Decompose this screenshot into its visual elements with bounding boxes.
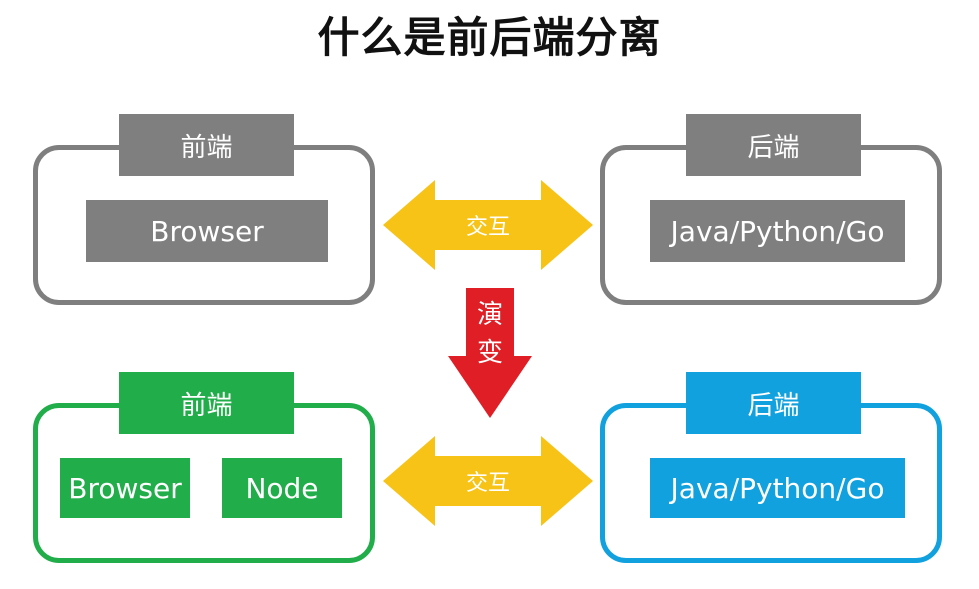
bottom-double-arrow-shape (383, 436, 593, 526)
top-backend-box: Java/Python/Go (650, 200, 905, 262)
bottom-browser-box: Browser (60, 458, 190, 518)
top-backend-label: 后端 (686, 114, 861, 176)
evolve-arrow (448, 288, 532, 418)
top-interaction-arrow (383, 180, 593, 270)
bottom-frontend-label: 前端 (119, 372, 294, 434)
bottom-interaction-label: 交互 (465, 471, 510, 496)
evolve-label: 演 变 (470, 296, 510, 372)
page-title: 什么是前后端分离 (317, 13, 662, 62)
evolve-char-2: 变 (476, 338, 503, 368)
top-interaction-label: 交互 (465, 215, 510, 240)
top-browser-box: Browser (86, 200, 328, 262)
bottom-backend-box: Java/Python/Go (650, 458, 905, 518)
top-frontend-label: 前端 (119, 114, 294, 176)
bottom-interaction-arrow (383, 436, 593, 526)
bottom-node-box: Node (222, 458, 342, 518)
top-double-arrow-shape (383, 180, 593, 270)
evolve-char-1: 演 (476, 300, 503, 330)
bottom-backend-label: 后端 (686, 372, 861, 434)
down-arrow-shape (448, 288, 532, 418)
